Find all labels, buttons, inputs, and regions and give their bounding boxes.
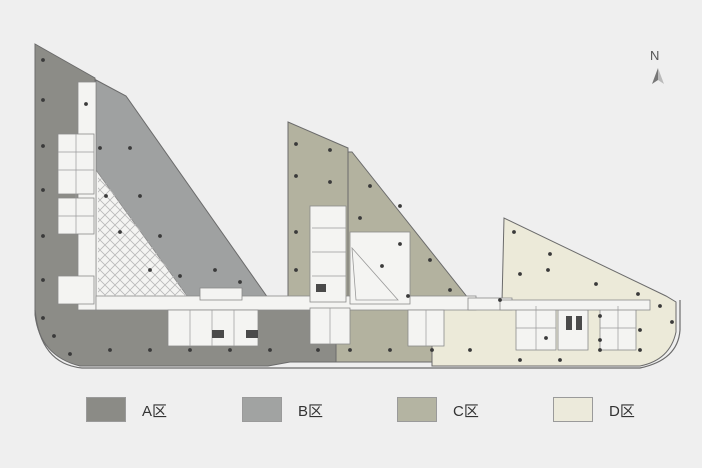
core-blocks [212,284,582,338]
structural-column [358,216,362,220]
structural-column [41,234,45,238]
north-compass: N [648,48,668,88]
structural-column [228,348,232,352]
structural-column [294,174,298,178]
structural-column [598,314,602,318]
structural-column [512,230,516,234]
structural-column [548,252,552,256]
structural-column [518,358,522,362]
legend-label-zone-b: B区 [298,403,324,420]
structural-column [368,184,372,188]
structural-column [138,194,142,198]
structural-column [448,288,452,292]
structural-column [118,230,122,234]
structural-column [468,348,472,352]
structural-column [294,142,298,146]
structural-column [294,268,298,272]
legend-swatch-zone-c [397,397,437,422]
structural-columns [41,58,674,362]
structural-column [294,230,298,234]
structural-column [428,258,432,262]
structural-column [52,334,56,338]
structural-column [636,292,640,296]
legend-swatch-zone-b [242,397,282,422]
structural-column [104,194,108,198]
structural-column [316,348,320,352]
structural-column [128,146,132,150]
structural-column [498,298,502,302]
structural-column [268,348,272,352]
structural-column [41,188,45,192]
structural-column [41,58,45,62]
structural-column [546,268,550,272]
structural-column [188,348,192,352]
structural-column [406,294,410,298]
structural-column [430,348,434,352]
structural-column [41,278,45,282]
legend-swatch-zone-a [86,397,126,422]
structural-column [328,180,332,184]
structural-column [594,282,598,286]
structural-column [598,338,602,342]
structural-column [518,272,522,276]
structural-column [398,242,402,246]
structural-column [108,348,112,352]
structural-column [98,146,102,150]
structural-column [178,274,182,278]
structural-column [148,348,152,352]
structural-column [213,268,217,272]
structural-column [158,234,162,238]
north-label: N [650,48,660,63]
structural-column [558,358,562,362]
legend-label-zone-c: C区 [453,403,479,420]
north-arrow-icon [652,68,664,84]
core-partitions [58,134,636,350]
structural-column [638,348,642,352]
structural-column [238,280,242,284]
structural-column [148,268,152,272]
legend-swatch-zone-d [553,397,593,422]
legend-label-zone-d: D区 [609,403,635,420]
structural-column [348,348,352,352]
legend-label-zone-a: A区 [142,403,168,420]
structural-column [380,264,384,268]
structural-column [41,98,45,102]
atrium-void [98,172,188,296]
structural-column [41,316,45,320]
structural-column [638,328,642,332]
atrium-void-2 [351,246,399,301]
structural-column [670,320,674,324]
structural-column [68,352,72,356]
structural-column [658,304,662,308]
structural-column [328,148,332,152]
structural-column [84,102,88,106]
structural-column [544,336,548,340]
facade-outline [34,300,681,369]
structural-column [598,348,602,352]
structural-column [388,348,392,352]
structural-column [398,204,402,208]
structural-column [41,144,45,148]
